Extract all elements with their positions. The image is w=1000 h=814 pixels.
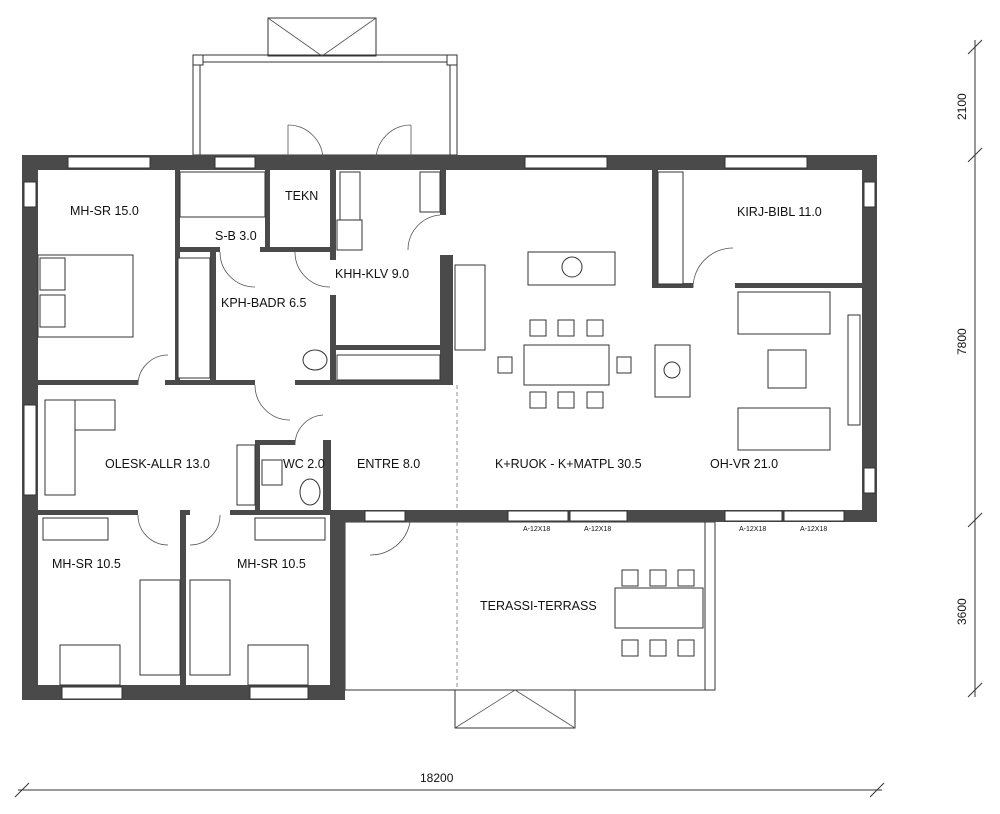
room-label: TEKN bbox=[285, 189, 318, 203]
room-label: KHH-KLV 9.0 bbox=[335, 267, 409, 281]
dimension-label: 2100 bbox=[955, 93, 969, 120]
room-label: TERASSI-TERRASS bbox=[480, 599, 597, 613]
window-labels: A-12X18 A-12X18 A-12X18 A-12X18 bbox=[523, 526, 827, 533]
doors bbox=[137, 124, 734, 556]
room-label: MH-SR 10.5 bbox=[237, 557, 306, 571]
room-label: MH-SR 10.5 bbox=[52, 557, 121, 571]
dimension-right: 2100 7800 3600 bbox=[955, 39, 983, 698]
window-label: A-12X18 bbox=[739, 526, 766, 533]
window-label: A-12X18 bbox=[584, 526, 611, 533]
room-label: K+RUOK - K+MATPL 30.5 bbox=[495, 457, 642, 471]
room-label: OLESK-ALLR 13.0 bbox=[105, 457, 210, 471]
room-label: S-B 3.0 bbox=[215, 229, 257, 243]
window-label: A-12X18 bbox=[800, 526, 827, 533]
windows bbox=[23, 156, 876, 700]
room-label: WC 2.0 bbox=[283, 457, 325, 471]
furniture bbox=[37, 171, 861, 686]
dimension-label: 3600 bbox=[955, 598, 969, 625]
dimension-bottom: 18200 bbox=[14, 771, 885, 798]
room-labels: MH-SR 15.0 S-B 3.0 TEKN KHH-KLV 9.0 KPH-… bbox=[52, 189, 822, 613]
window-label: A-12X18 bbox=[523, 526, 550, 533]
room-label: OH-VR 21.0 bbox=[710, 457, 778, 471]
terrace bbox=[344, 521, 716, 729]
room-label: ENTRE 8.0 bbox=[357, 457, 420, 471]
dimension-label: 18200 bbox=[420, 771, 454, 785]
room-label: KPH-BADR 6.5 bbox=[221, 296, 306, 310]
room-label: MH-SR 15.0 bbox=[70, 204, 139, 218]
front-porch bbox=[192, 17, 458, 156]
room-label: KIRJ-BIBL 11.0 bbox=[737, 205, 822, 219]
dimension-label: 7800 bbox=[955, 328, 969, 355]
